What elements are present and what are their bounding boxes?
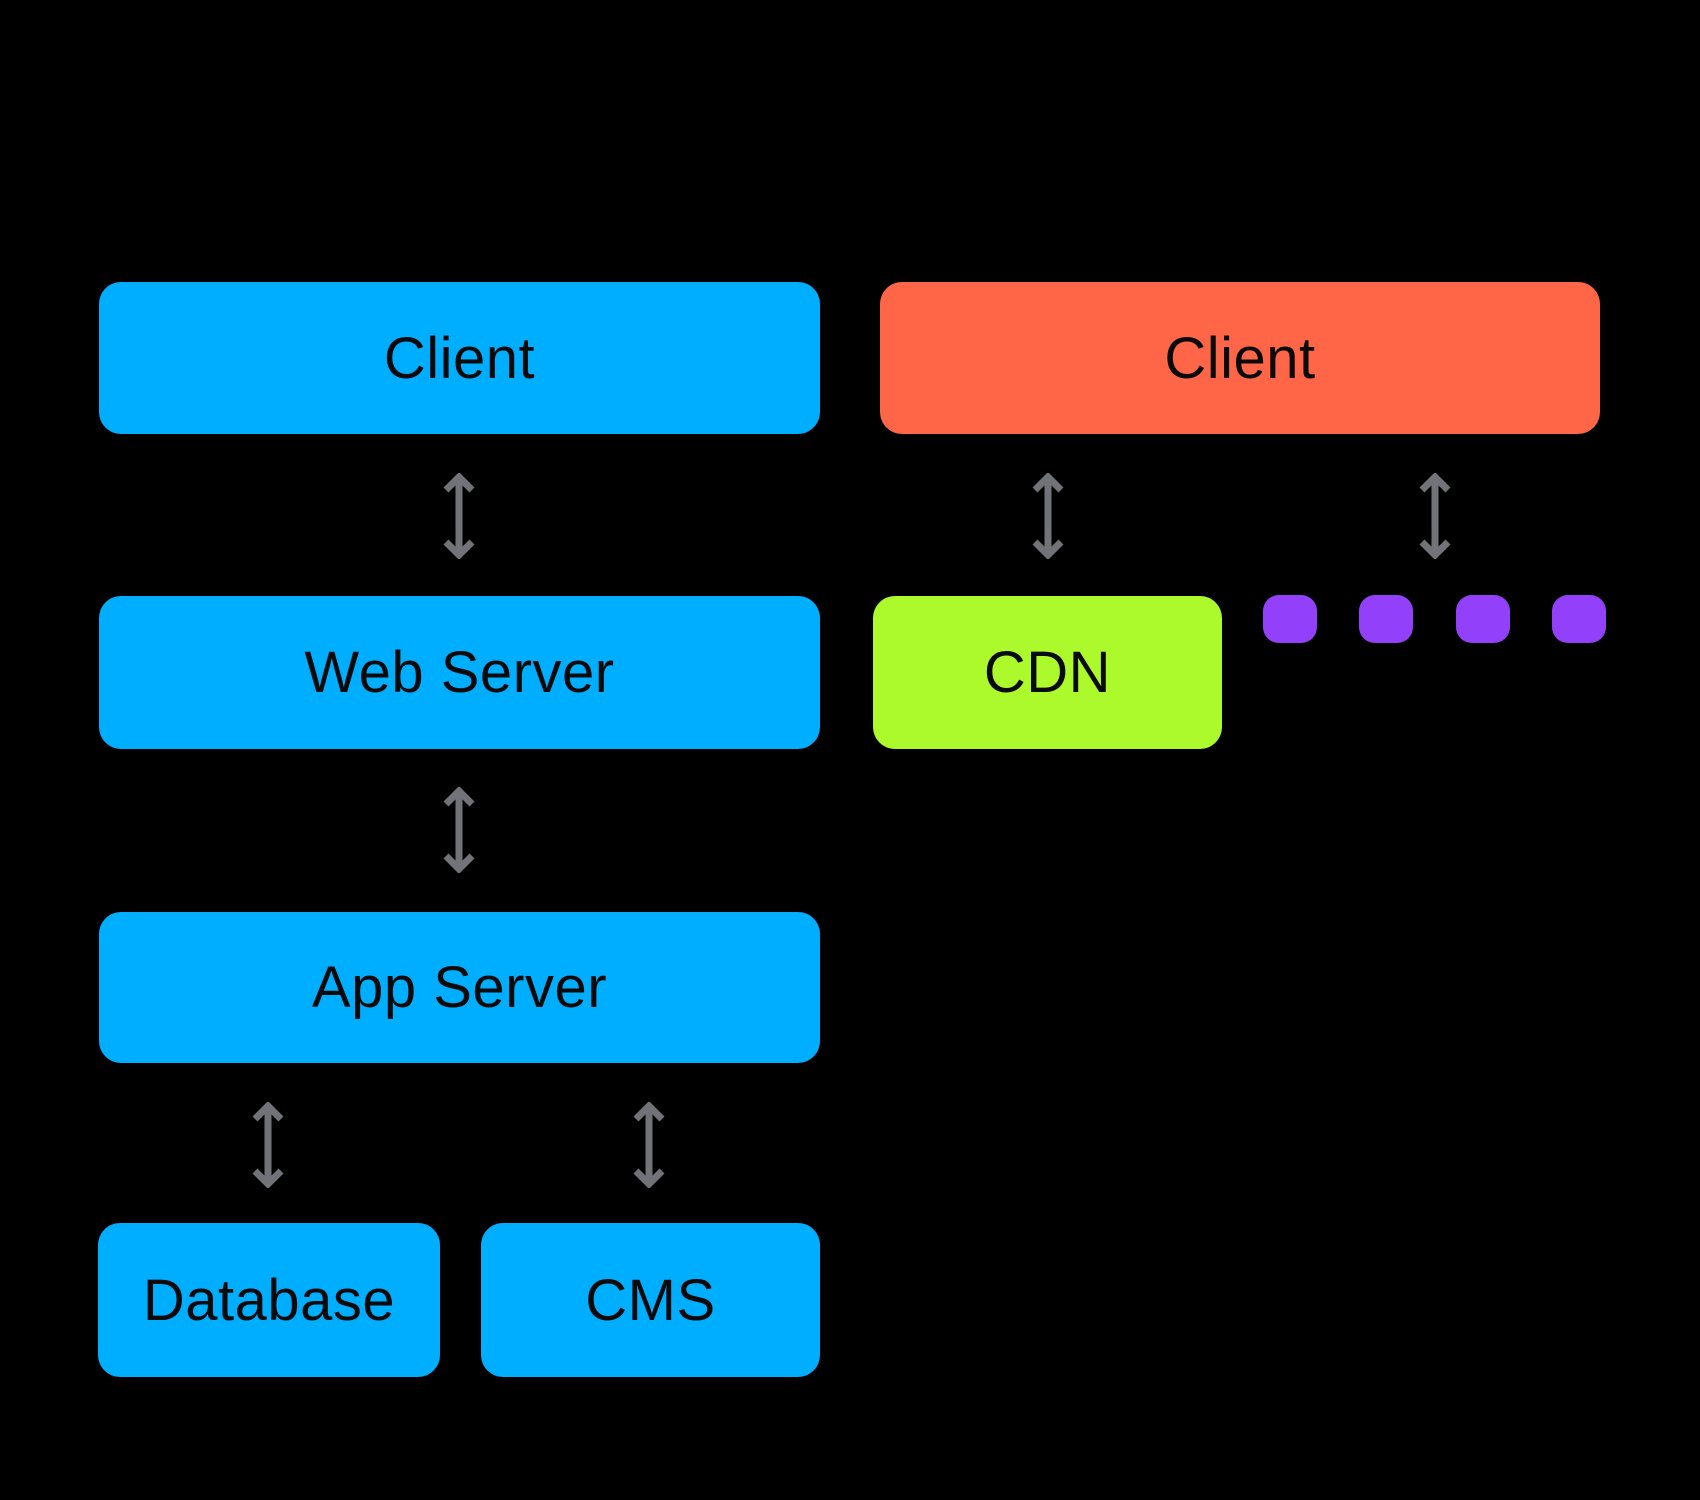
arrow-appserver-database-icon xyxy=(252,1102,284,1188)
node-app-server-label: App Server xyxy=(311,955,608,1020)
node-cms-label: CMS xyxy=(585,1267,716,1333)
node-client-left: Client xyxy=(99,282,820,434)
node-web-server-label: Web Server xyxy=(304,640,615,705)
arrow-clientleft-webserver-icon xyxy=(443,473,475,559)
ellipsis-dot-icon xyxy=(1263,595,1317,643)
node-client-left-label: Client xyxy=(383,325,536,391)
arrow-appserver-cms-icon xyxy=(633,1102,665,1188)
node-cdn: CDN xyxy=(873,596,1222,749)
arrow-clientright-ellipsis-icon xyxy=(1419,473,1451,559)
node-client-right-label: Client xyxy=(1164,325,1316,391)
node-cdn-label: CDN xyxy=(983,640,1112,705)
arrow-clientright-cdn-icon xyxy=(1032,473,1064,559)
node-database-label: Database xyxy=(142,1267,396,1333)
arrow-webserver-appserver-icon xyxy=(443,787,475,873)
node-app-server: App Server xyxy=(99,912,820,1063)
node-web-server: Web Server xyxy=(99,596,820,749)
node-database: Database xyxy=(98,1223,440,1377)
node-cms: CMS xyxy=(481,1223,820,1377)
node-client-right: Client xyxy=(880,282,1600,434)
ellipsis-dot-icon xyxy=(1552,595,1606,643)
ellipsis-dot-icon xyxy=(1359,595,1413,643)
ellipsis-dot-icon xyxy=(1456,595,1510,643)
